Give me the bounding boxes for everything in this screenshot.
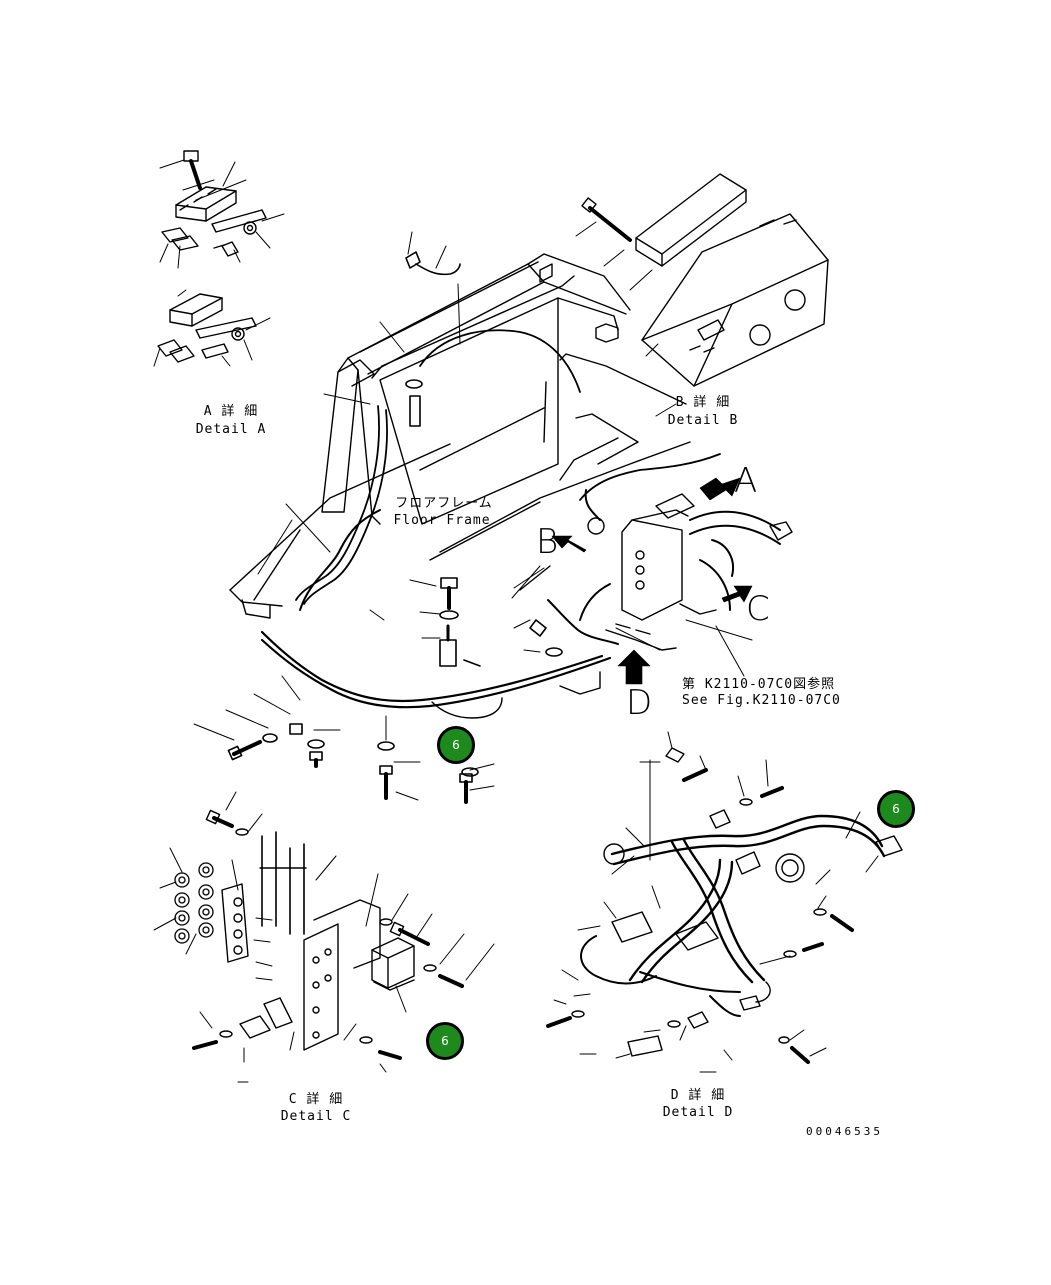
detail-a-title-jp: A 詳 細 (203, 404, 259, 419)
floor-frame-label-jp: フロアフレーム (395, 496, 493, 511)
detail-b-parts (575, 173, 829, 387)
view-letter-b: B (536, 522, 559, 562)
view-letter-d: D (626, 683, 653, 723)
detail-c-title-en: Detail C (280, 1109, 352, 1124)
callout-6-detail-c[interactable]: 6 (426, 1022, 464, 1060)
detail-b-title-jp: B 詳 細 (675, 395, 731, 410)
detail-c-parts (153, 791, 495, 1083)
detail-a-parts (153, 150, 285, 367)
detail-a-title-en: Detail A (195, 422, 267, 437)
reference-label-jp: 第 K2110-07C0図参照 (682, 677, 836, 692)
detail-d-parts (546, 731, 903, 1073)
floor-frame-label-en: Floor Frame (393, 513, 491, 528)
detail-d-title-jp: D 詳 細 (670, 1088, 726, 1103)
detail-b-title-en: Detail B (667, 413, 739, 428)
drawing-number: 00046535 (806, 1125, 883, 1138)
floor-frame-assembly (193, 231, 793, 804)
reference-label-en: See Fig.K2110-07C0 (682, 693, 841, 708)
view-letter-a: A (734, 461, 758, 501)
detail-c-title-jp: C 詳 細 (288, 1092, 344, 1107)
view-letter-c: C (746, 589, 770, 629)
detail-d-title-en: Detail D (662, 1105, 734, 1120)
callout-6-detail-d[interactable]: 6 (877, 790, 915, 828)
callout-6-main[interactable]: 6 (437, 726, 475, 764)
